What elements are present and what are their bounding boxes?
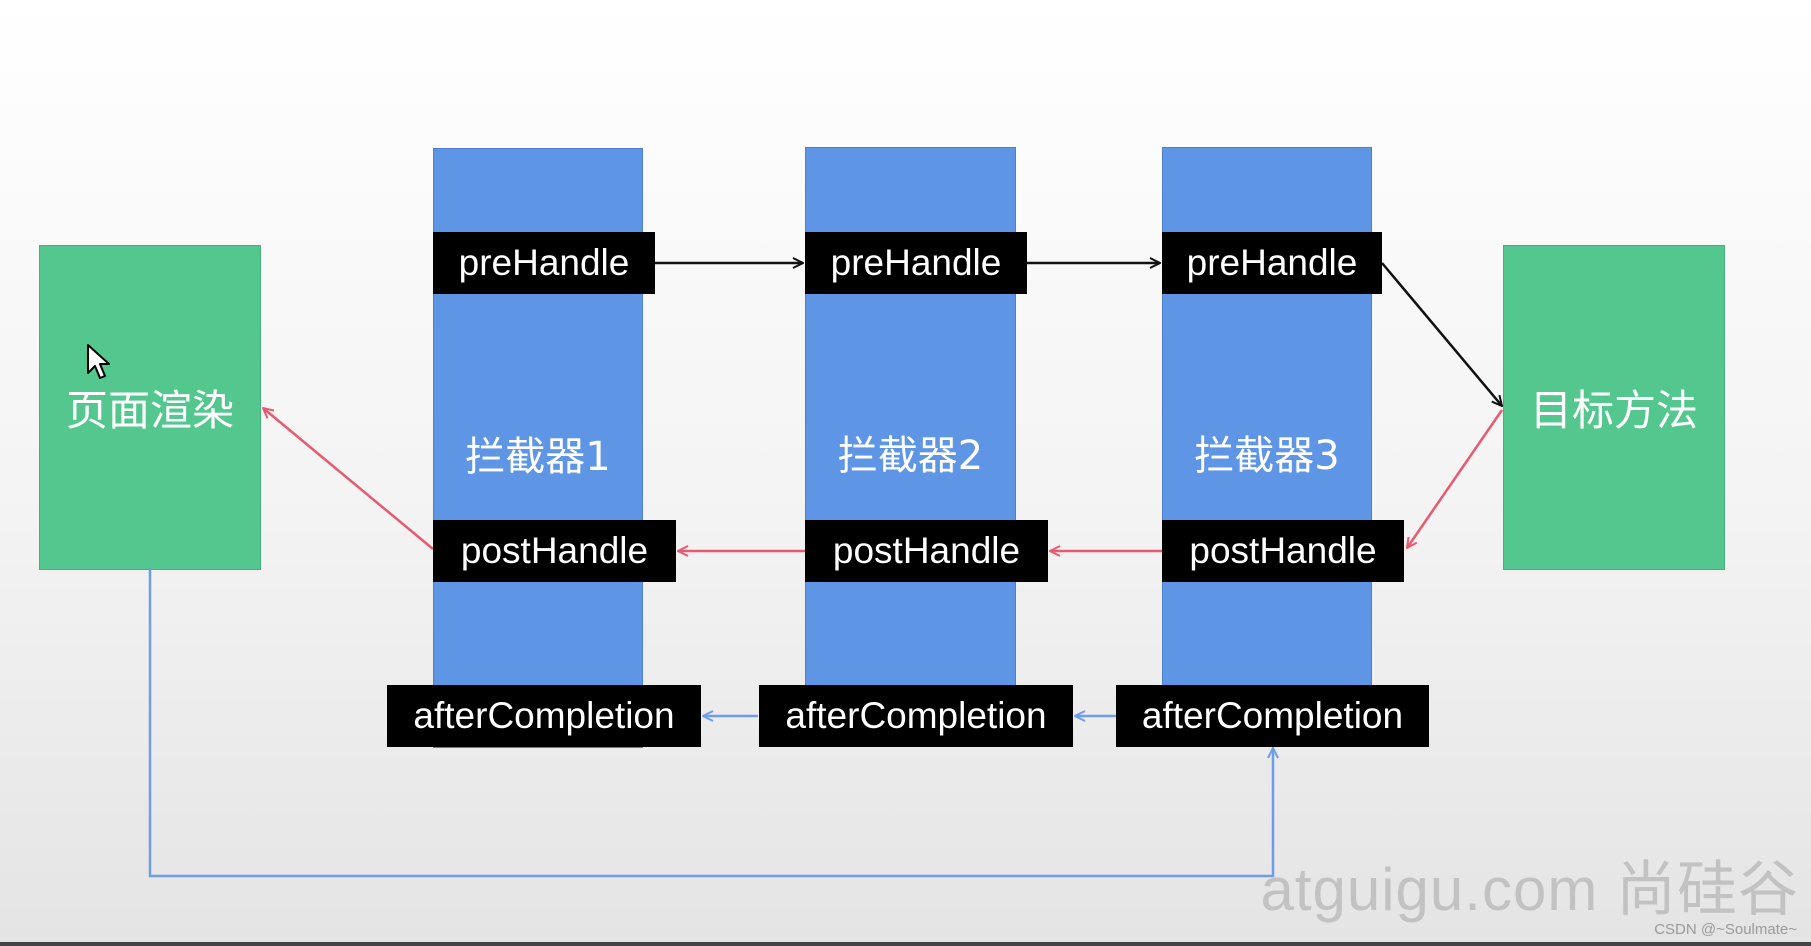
interceptor-3-aftercompletion: afterCompletion xyxy=(1116,685,1429,747)
target-node-label: 目标方法 xyxy=(1529,386,1698,435)
target-node: 目标方法 xyxy=(1503,245,1725,570)
after-arrow-render-to-3 xyxy=(148,568,1273,878)
interceptor-2-prehandle: preHandle xyxy=(805,232,1027,294)
mouse-cursor-icon xyxy=(87,344,110,379)
interceptor-3-posthandle: postHandle xyxy=(1162,520,1404,582)
interceptor-2-label: 拦截器2 xyxy=(837,433,984,479)
bottom-border xyxy=(0,942,1811,946)
post-arrow-target-to-3 xyxy=(1407,409,1504,548)
interceptor-1-prehandle: preHandle xyxy=(433,232,655,294)
interceptor-2-aftercompletion: afterCompletion xyxy=(759,685,1073,747)
interceptor-3-prehandle: preHandle xyxy=(1162,232,1382,294)
post-arrow-1-to-render xyxy=(263,408,434,550)
pre-arrow-3-to-target xyxy=(1381,262,1502,406)
interceptor-1-posthandle: postHandle xyxy=(433,520,676,582)
render-node: 页面渲染 xyxy=(39,245,261,570)
render-node-label: 页面渲染 xyxy=(65,386,234,435)
interceptor-1-label: 拦截器1 xyxy=(465,434,611,480)
watermark: atguigu.com 尚硅谷 xyxy=(1260,856,1799,923)
interceptor-1-aftercompletion: afterCompletion xyxy=(387,685,701,747)
interceptor-3-label: 拦截器3 xyxy=(1194,433,1340,479)
interceptor-2-posthandle: postHandle xyxy=(805,520,1048,582)
csdn-credit: CSDN @~Soulmate~ xyxy=(1654,921,1797,938)
